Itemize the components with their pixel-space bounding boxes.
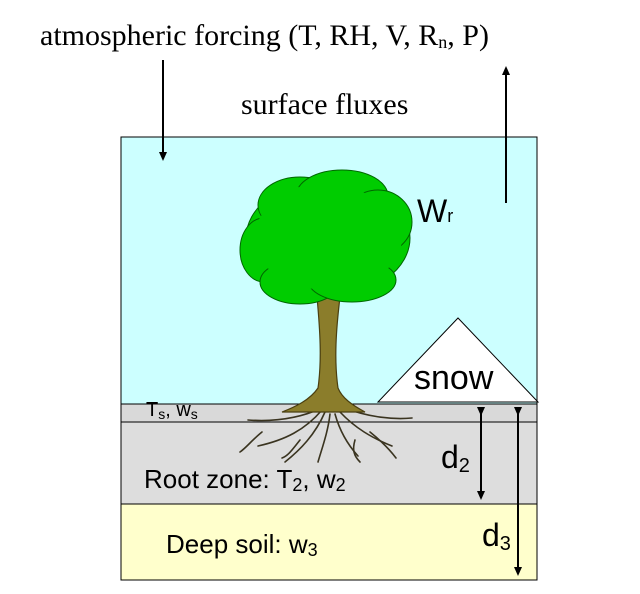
deep-soil-label: Deep soil: w3 bbox=[166, 529, 318, 560]
atmospheric-forcing-label: atmospheric forcing (T, RH, V, Rn, P) bbox=[40, 19, 489, 52]
snow-label: snow bbox=[414, 359, 494, 397]
root-zone-label: Root zone: T2, w2 bbox=[144, 464, 346, 495]
surface-fluxes-label: surface fluxes bbox=[241, 88, 408, 121]
surface-layer-label: Ts, ws bbox=[146, 399, 198, 422]
